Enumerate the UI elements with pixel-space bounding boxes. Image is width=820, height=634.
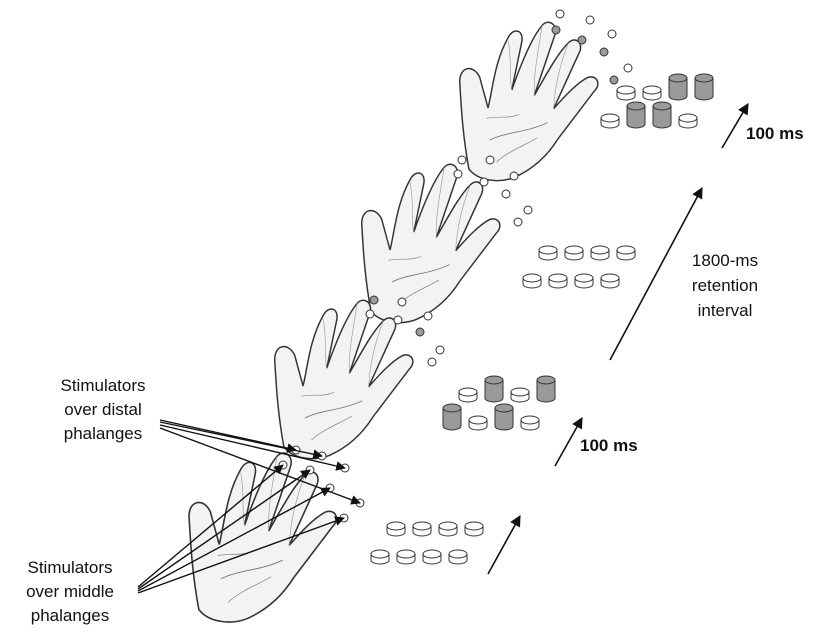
- stimulator-cylinder: [371, 550, 389, 564]
- middle-label-line-2: over middle: [0, 580, 140, 604]
- distal-label-line-2: over distal: [28, 398, 178, 422]
- fingertip-stimulator-frame-4: [600, 48, 608, 56]
- stimulator-cylinder: [449, 550, 467, 564]
- fingertip-stimulator-frame-3: [458, 156, 466, 164]
- fingertip-stimulator-frame-3: [502, 190, 510, 198]
- arrow-first-stimulus: [555, 418, 582, 466]
- fingertip-stimulator-frame-2: [398, 298, 406, 306]
- stimulator-cylinder: [627, 102, 645, 128]
- fingertip-stimulator-frame-4: [552, 26, 560, 34]
- stimulator-cylinder: [601, 274, 619, 288]
- stimulator-cylinder: [679, 114, 697, 128]
- second-stimulus-duration-label: 100 ms: [746, 124, 804, 144]
- stimulator-cylinder: [443, 404, 461, 430]
- stimulator-cylinder: [521, 416, 539, 430]
- distal-label-line-1: Stimulators: [28, 374, 178, 398]
- retention-interval-label: 1800-ms retention interval: [670, 248, 780, 323]
- fingertip-stimulator-frame-2: [394, 316, 402, 324]
- stimulator-cylinder: [465, 522, 483, 536]
- stimulator-array-retention: [523, 246, 635, 288]
- stimulator-array-baseline: [371, 522, 483, 564]
- stimulator-cylinder: [539, 246, 557, 260]
- fingertip-stimulator-frame-2: [424, 312, 432, 320]
- middle-stimulators-label: Stimulators over middle phalanges: [0, 556, 140, 628]
- interval-line-1: 1800-ms: [670, 248, 780, 273]
- stimulator-cylinder: [537, 376, 555, 402]
- fingertip-stimulator-frame-4: [610, 76, 618, 84]
- stimulator-cylinder: [643, 86, 661, 100]
- fingertip-stimulator-frame-3: [454, 170, 462, 178]
- stimulator-cylinder: [423, 550, 441, 564]
- interval-line-2: retention: [670, 273, 780, 298]
- stimulator-cylinder: [695, 74, 713, 100]
- fingertip-stimulator-frame-2: [416, 328, 424, 336]
- stimulator-cylinder: [523, 274, 541, 288]
- distal-label-line-3: phalanges: [28, 422, 178, 446]
- stimulator-cylinder: [575, 274, 593, 288]
- fingertip-stimulator-frame-4: [556, 10, 564, 18]
- hand-frame-1: [175, 441, 345, 634]
- stimulator-cylinder: [459, 388, 477, 402]
- stimulator-cylinder: [511, 388, 529, 402]
- interval-line-3: interval: [670, 298, 780, 323]
- stimulator-cylinder: [387, 522, 405, 536]
- fingertip-stimulator-frame-3: [524, 206, 532, 214]
- stimulator-cylinder: [617, 86, 635, 100]
- fingertip-stimulator-frame-3: [480, 178, 488, 186]
- fingertip-stimulator-frame-2: [436, 346, 444, 354]
- stimulator-cylinder: [565, 246, 583, 260]
- stimulator-cylinder: [495, 404, 513, 430]
- stimulator-cylinder: [669, 74, 687, 100]
- middle-label-line-3: phalanges: [0, 604, 140, 628]
- stimulator-cylinder: [485, 376, 503, 402]
- stimulator-cylinder: [617, 246, 635, 260]
- fingertip-stimulator-frame-4: [578, 36, 586, 44]
- stimulator-cylinder: [601, 114, 619, 128]
- stimulator-cylinder: [439, 522, 457, 536]
- fingertip-stimulator-frame-4: [608, 30, 616, 38]
- stimulator-array-first-stimulus: [443, 376, 555, 430]
- stimulator-cylinder: [413, 522, 431, 536]
- fingertip-stimulator-frame-2: [428, 358, 436, 366]
- fingertip-stimulator-frame-3: [514, 218, 522, 226]
- fingertip-stimulator-frame-2: [370, 296, 378, 304]
- stimulator-cylinder: [653, 102, 671, 128]
- fingertip-stimulator-frame-3: [510, 172, 518, 180]
- fingertip-stimulator-frame-2: [366, 310, 374, 318]
- fingertip-stimulator-frame-3: [486, 156, 494, 164]
- arrow-second-stimulus: [722, 104, 748, 148]
- distal-stimulators-label: Stimulators over distal phalanges: [28, 374, 178, 446]
- fingertip-stimulator-frame-4: [586, 16, 594, 24]
- middle-label-line-1: Stimulators: [0, 556, 140, 580]
- stimulator-cylinder: [469, 416, 487, 430]
- stimulator-cylinder: [591, 246, 609, 260]
- stimulator-cylinder: [397, 550, 415, 564]
- arrow-baseline: [488, 516, 520, 574]
- fingertip-stimulator-frame-4: [624, 64, 632, 72]
- first-stimulus-duration-label: 100 ms: [580, 436, 638, 456]
- stimulator-cylinder: [549, 274, 567, 288]
